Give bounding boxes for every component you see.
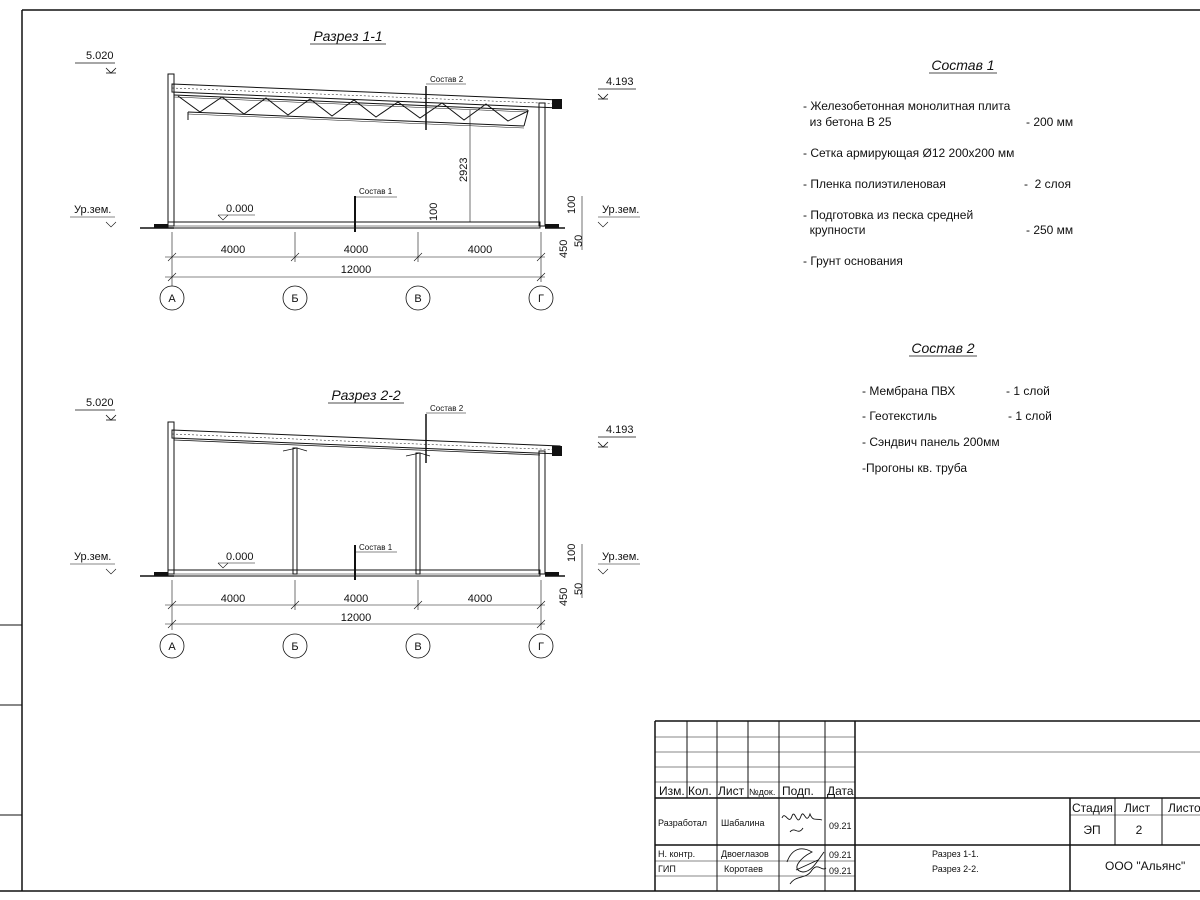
axis-label-v-2: В (414, 641, 421, 653)
stamp-header-list: Лист (718, 784, 745, 798)
sostav-1-line-3: - Сетка армирующая Ø12 200х200 мм (803, 146, 1014, 160)
axis-label-g-2: Г (538, 641, 544, 653)
ground-label-left-2: Ур.зем. (74, 551, 111, 563)
sostav-1-line-7: - Грунт основания (803, 254, 903, 268)
sostav-2-spec: Состав 2 - Мембрана ПВХ - 1 слой - Геоте… (862, 340, 1052, 475)
axis-bubbles-1: А Б В Г (159, 282, 554, 311)
stamp-role-1: Разработал (658, 818, 707, 828)
total-dim: 12000 (341, 264, 372, 276)
sostav-2-line-3: - Сэндвич панель 200мм (862, 435, 1000, 449)
span-dim-2: 4000 (344, 244, 368, 256)
section-1-1: Разрез 1-1 5.020 4.193 (70, 28, 640, 311)
section-1-title: Разрез 1-1 (313, 28, 382, 44)
elevation-marker-right: 4.193 (597, 76, 636, 100)
stamp-name-3: Коротаев (724, 864, 763, 874)
elevation-right-label-2: 4.193 (606, 424, 634, 436)
roof-truss (173, 94, 529, 129)
dimension-chain-1 (165, 232, 546, 282)
dim-50-2: 50 (573, 583, 585, 595)
callout-roof-1: Состав 2 (430, 75, 464, 84)
callout-floor-2: Состав 1 (359, 543, 393, 552)
total-dim-2: 12000 (341, 612, 372, 624)
stamp-role-2: Н. контр. (658, 849, 695, 859)
stamp-stage-header: Стадия (1072, 801, 1113, 815)
sostav-1-line-2: из бетона В 25 (803, 115, 892, 129)
stamp-name-1: Шабалина (721, 818, 764, 828)
sostav-1-spec: Состав 1 - Железобетонная монолитная пли… (803, 57, 1073, 268)
stamp-sheet: 2 (1136, 823, 1143, 837)
stamp-role-3: ГИП (658, 864, 676, 874)
axis-label-g: Г (538, 293, 544, 305)
axis-label-a-2: А (168, 641, 176, 653)
sostav-2-line-1: - Мембрана ПВХ (862, 384, 955, 398)
sostav-1-line-5: - Подготовка из песка средней (803, 208, 973, 222)
stamp-date-1: 09.21 (829, 821, 852, 831)
signature-2 (786, 848, 827, 885)
sostav-1-line-4: - Пленка полиэтиленовая (803, 177, 946, 191)
dim-50: 50 (573, 235, 585, 247)
elevation-top-label-2: 5.020 (86, 397, 114, 409)
sheet-frame (0, 9, 1200, 892)
ground-label-left: Ур.зем. (74, 204, 111, 216)
callout-floor-1: Состав 1 (359, 187, 393, 196)
axis-label-b-2: Б (291, 641, 298, 653)
stamp-header-kol: Кол. (688, 784, 712, 798)
sostav-2-value-2: - 1 слой (1008, 409, 1052, 423)
stamp-sheet-header: Лист (1124, 801, 1151, 815)
span-dim-2-2: 4000 (344, 593, 368, 605)
sostav-1-value-3: - 250 мм (1026, 223, 1073, 237)
axis-label-a: А (168, 293, 176, 305)
stamp-header-ndok: №док. (749, 787, 775, 797)
sostav-2-title: Состав 2 (911, 340, 974, 356)
zero-mark-2: 0.000 (226, 551, 254, 563)
stamp-sheets-header: Листо (1168, 801, 1200, 815)
stamp-date-2: 09.21 (829, 850, 852, 860)
sostav-2-line-2: - Геотекстиль (862, 409, 937, 423)
stamp-header-data: Дата (827, 784, 854, 798)
callout-roof-2: Состав 2 (430, 404, 464, 413)
axis-label-b: Б (291, 293, 298, 305)
dim-450: 450 (558, 240, 570, 258)
signature-1 (781, 812, 823, 833)
stamp-date-3: 09.21 (829, 866, 852, 876)
dim-100-inner: 100 (428, 203, 440, 221)
dim-100-right: 100 (566, 196, 578, 214)
sostav-1-value-2: - 2 слоя (1024, 177, 1071, 191)
zero-mark: 0.000 (226, 203, 254, 215)
sostav-1-title: Состав 1 (931, 57, 994, 73)
sostav-2-line-4: -Прогоны кв. труба (862, 461, 967, 475)
elevation-top-label: 5.020 (86, 50, 114, 62)
dim-450-2: 450 (558, 588, 570, 606)
sostav-1-line-6: крупности (803, 223, 865, 237)
sostav-1-line-1: - Железобетонная монолитная плита (803, 99, 1011, 113)
stamp-description-1: Разрез 1-1. (932, 849, 979, 859)
height-dimension: 2923 (458, 158, 470, 182)
dimension-chain-2 (165, 580, 546, 630)
stamp-description-2: Разрез 2-2. (932, 864, 979, 874)
stamp-name-2: Двоеглазов (721, 849, 769, 859)
section-2-title: Разрез 2-2 (331, 387, 401, 403)
stamp-company: ООО "Альянс" (1105, 859, 1185, 873)
axis-label-v: В (414, 293, 421, 305)
dim-100-right-2: 100 (566, 544, 578, 562)
axis-bubbles-2: А Б В Г (159, 633, 554, 659)
stamp-header-izm: Изм. (659, 784, 685, 798)
elevation-marker-top: 5.020 (75, 50, 117, 74)
stamp-stage: ЭП (1083, 823, 1100, 837)
span-dim-1: 4000 (221, 244, 245, 256)
elevation-right-label: 4.193 (606, 76, 634, 88)
title-block: Изм. Кол. Лист №док. Подп. Дата Разработ… (654, 720, 1200, 891)
ground-label-right-2: Ур.зем. (602, 551, 639, 563)
ground-label-right: Ур.зем. (602, 204, 639, 216)
stamp-header-podp: Подп. (782, 784, 814, 798)
sostav-2-value-1: - 1 слой (1006, 384, 1050, 398)
section-2-2: Разрез 2-2 5.020 4.193 Состав 2 (70, 387, 640, 659)
span-dim-2-1: 4000 (221, 593, 245, 605)
elevation-marker-right-2: 4.193 (597, 424, 636, 448)
span-dim-3: 4000 (468, 244, 492, 256)
sostav-1-value-1: - 200 мм (1026, 115, 1073, 129)
elevation-marker-top-2: 5.020 (75, 397, 117, 421)
span-dim-2-3: 4000 (468, 593, 492, 605)
